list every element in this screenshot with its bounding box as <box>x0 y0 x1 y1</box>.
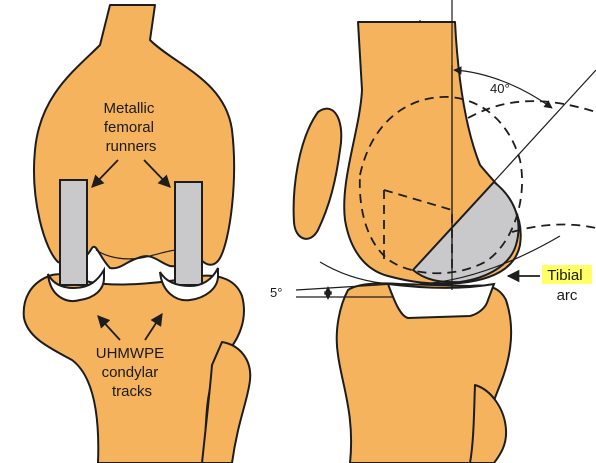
tibial-word: Tibial <box>547 267 582 284</box>
tracks-label-line1: UHMWPE <box>96 345 164 362</box>
angle-5-label: 5° <box>270 285 282 300</box>
sagittal-view: 40° 5° Tibial arc <box>270 0 596 463</box>
frontal-view: Metallic femoral runners UHMWPE condylar… <box>24 5 251 463</box>
patella <box>294 109 342 239</box>
tracks-label-line3: tracks <box>112 383 152 400</box>
runners-label-line2: femoral <box>104 119 154 136</box>
dashed-runner-extension <box>468 101 596 118</box>
runners-label-line1: Metallic <box>103 100 154 117</box>
tracks-label-line2: condylar <box>102 364 159 381</box>
runners-label: Metallic femoral runners <box>103 100 158 155</box>
angle-40-label: 40° <box>490 81 510 96</box>
runners-label-line3: runners <box>106 138 157 155</box>
tibial-arc-label: Tibial arc <box>547 267 586 304</box>
fibula-sagittal <box>470 385 506 463</box>
dashed-posterior-arc <box>512 225 596 232</box>
arc-word: arc <box>557 287 578 304</box>
femoral-runner-right <box>175 182 202 285</box>
tibial-insert-sagittal <box>388 284 494 318</box>
femoral-runner-left <box>60 180 87 285</box>
